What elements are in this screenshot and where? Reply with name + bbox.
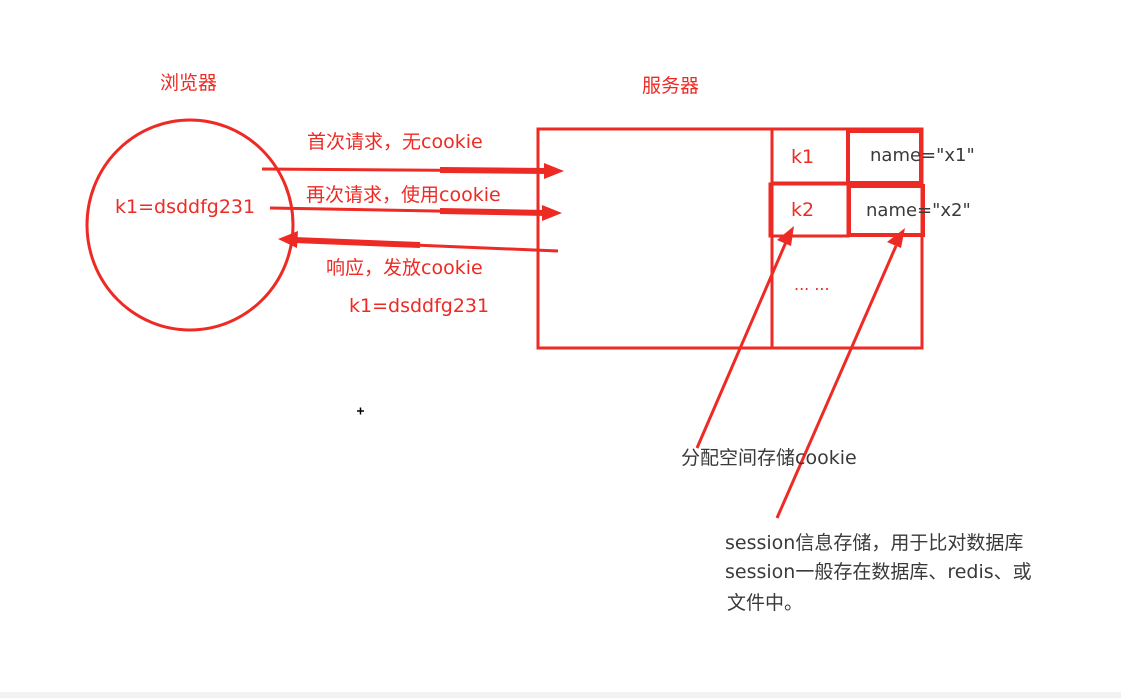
response-cookie-label: k1=dsddfg231 (349, 295, 490, 317)
first-request-label: 首次请求，无cookie (307, 131, 483, 153)
first-request-arrowhead (544, 163, 564, 179)
response-arrowhead (278, 231, 298, 248)
storage-ellipsis: ... ... (794, 275, 830, 294)
second-request-arrowhead (542, 205, 562, 221)
response-label: 响应，发放cookie (326, 257, 483, 279)
k2-value-label: name="x2" (866, 200, 971, 221)
allocate-pointer-line (695, 241, 788, 449)
session-annotation-line2: session一般存在数据库、redis、或 (725, 561, 1032, 583)
server-title: 服务器 (642, 75, 700, 97)
session-pointer-line (775, 245, 898, 519)
server-box (536, 127, 924, 350)
bottom-divider (0, 692, 1121, 698)
k2-key-label: k2 (791, 199, 815, 221)
k2-value-cell (847, 184, 925, 237)
session-annotation-line1: session信息存储，用于比对数据库 (725, 532, 1024, 554)
second-request-label: 再次请求，使用cookie (306, 184, 501, 206)
browser-title: 浏览器 (160, 72, 218, 94)
session-annotation-line3: 文件中。 (727, 592, 804, 614)
allocate-annotation: 分配空间存储cookie (681, 447, 857, 469)
k1-value-label: name="x1" (870, 145, 975, 166)
allocate-pointer-head (777, 226, 794, 246)
browser-circle (85, 118, 295, 332)
session-pointer-head (887, 228, 905, 248)
mouse-cursor-icon (357, 407, 364, 415)
browser-cookie-value: k1=dsddfg231 (115, 196, 256, 218)
k1-value-cell (846, 129, 923, 185)
k1-key-label: k1 (791, 146, 815, 168)
